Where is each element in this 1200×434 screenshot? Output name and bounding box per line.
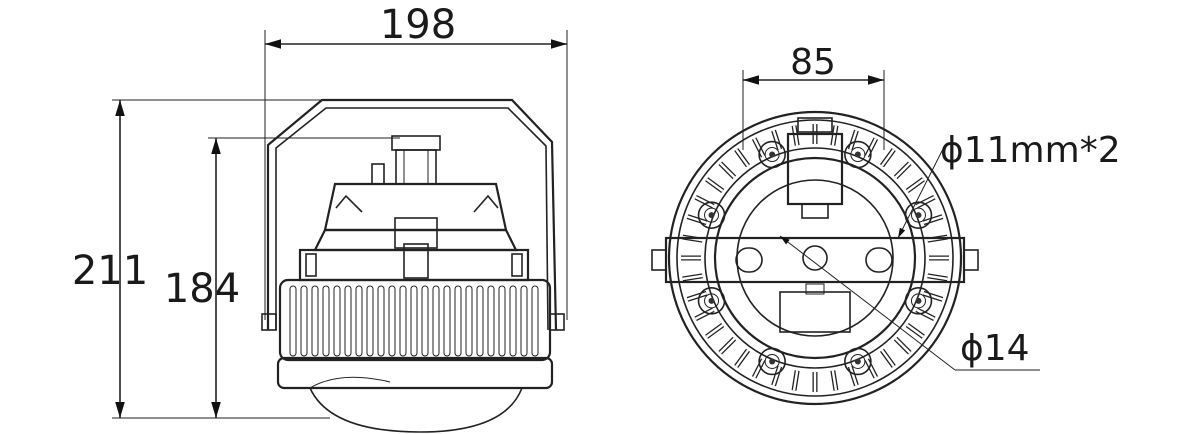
side-view: 198 211 184: [72, 2, 568, 433]
heat-sink-fin: [333, 285, 341, 357]
dimension-bracket-spacing-label: 85: [790, 42, 836, 83]
dimension-height-outer-label: 211: [72, 248, 148, 294]
mounting-bracket-bar: [664, 236, 966, 284]
mount-hole-label: ϕ11mm*2: [940, 130, 1121, 171]
heat-sink-fin: [531, 285, 539, 357]
heat-sink-fin: [520, 285, 528, 357]
bolt-boss: [758, 140, 786, 169]
heat-sink-fin: [454, 285, 462, 357]
heat-sink-fin: [355, 285, 363, 357]
bracket-bolt-left: [261, 313, 277, 331]
dimension-height-inner-label: 184: [164, 266, 240, 312]
heat-sink-fin: [388, 285, 396, 357]
bracket-slot-left: [735, 247, 763, 273]
bolt-boss: [697, 287, 726, 315]
bolt-boss: [904, 201, 933, 229]
leader-center-hole: [779, 235, 956, 371]
lens-dome: [309, 387, 523, 433]
heat-sink-fin: [322, 285, 330, 357]
outer-ring: [667, 110, 963, 406]
upper-housing: [298, 182, 530, 282]
heat-sink-fin: [311, 285, 319, 357]
bolt-boss: [758, 347, 786, 376]
inner-body: [713, 156, 917, 360]
leader-mount-hole: [897, 144, 946, 239]
hanging-bracket: [266, 98, 558, 331]
bolt-boss: [844, 347, 872, 376]
heat-sink-fin: [410, 285, 418, 357]
heat-sink: [276, 278, 554, 390]
heat-sink-fin: [465, 285, 473, 357]
cable-gland: [371, 135, 441, 185]
heat-sink-fin: [509, 285, 517, 357]
lens-circle: [736, 179, 894, 337]
heat-sink-fin: [289, 285, 297, 357]
heat-sink-fin: [498, 285, 506, 357]
heat-sink-fin: [366, 285, 374, 357]
center-hole-label: ϕ14: [960, 328, 1030, 369]
dimension-width-label: 198: [380, 2, 456, 48]
bolt-boss: [697, 201, 726, 229]
bracket-slot-right: [865, 247, 893, 273]
heat-sink-fin: [377, 285, 385, 357]
heat-sink-fin: [443, 285, 451, 357]
heat-sink-fin: [399, 285, 407, 357]
heat-sink-fin: [432, 285, 440, 357]
heat-sink-fin: [487, 285, 495, 357]
front-view: 85 ϕ11mm*2 ϕ14: [651, 42, 1121, 406]
heat-sink-fin: [421, 285, 429, 357]
bolt-boss: [844, 140, 872, 169]
center-hole: [802, 245, 828, 271]
bolt-boss: [904, 287, 933, 315]
heat-sink-fin: [300, 285, 308, 357]
heat-sink-fin: [476, 285, 484, 357]
heat-sink-fin: [344, 285, 352, 357]
